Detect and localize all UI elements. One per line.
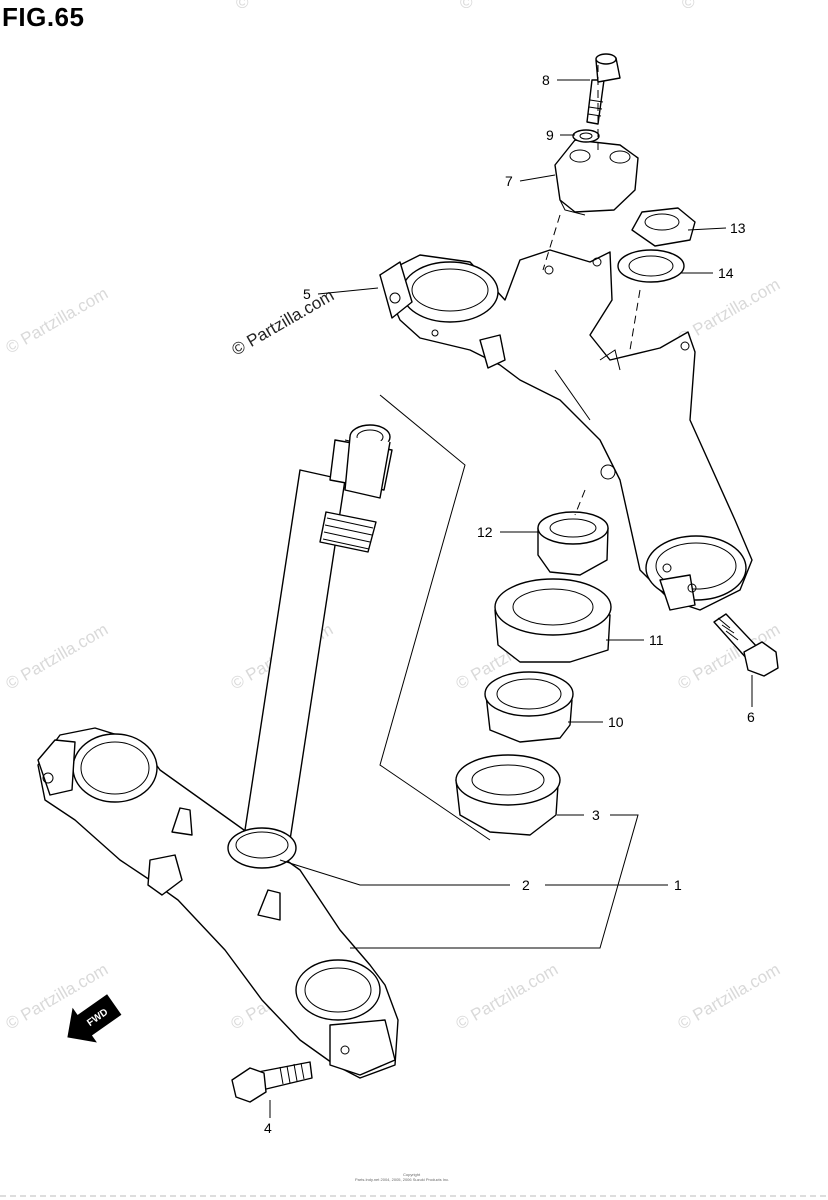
callout-10: 10 <box>608 714 624 730</box>
callout-13: 13 <box>730 220 746 236</box>
watermark-text: © Partzilla.com <box>3 284 112 358</box>
holder-bolt <box>586 53 621 125</box>
callout-8: 8 <box>542 72 550 88</box>
steering-stem-lower-bracket <box>37 424 399 1079</box>
callout-6: 6 <box>747 709 755 725</box>
watermark-text: © Partzilla.com <box>453 960 562 1034</box>
callout-labels: 8 9 7 13 14 5 12 11 10 3 2 1 6 4 <box>264 72 755 1136</box>
stem-nut <box>631 207 696 247</box>
bolt-thread <box>587 99 604 117</box>
callout-3: 3 <box>592 807 600 823</box>
bearing-race-upper <box>494 578 612 663</box>
callout-9: 9 <box>546 127 554 143</box>
lower-clamp-bolt <box>231 1061 313 1103</box>
upper-bracket <box>379 249 753 611</box>
callout-4: 4 <box>264 1120 272 1136</box>
callout-7: 7 <box>505 173 513 189</box>
assembly-guides <box>379 65 641 841</box>
watermark-text: © Partzilla.com <box>675 275 784 349</box>
callout-1: 1 <box>674 877 682 893</box>
watermark-corner: © <box>460 0 473 12</box>
callout-12: 12 <box>477 524 493 540</box>
handlebar-holder <box>554 139 639 216</box>
callout-2: 2 <box>522 877 530 893</box>
watermark-text: © Partzilla.com <box>3 620 112 694</box>
stem-washer <box>617 249 685 283</box>
watermark-corner: © <box>236 0 249 12</box>
forward-direction-arrow: FWD <box>67 994 122 1043</box>
leader-lines <box>269 79 753 1118</box>
bolt-thread <box>279 1062 305 1085</box>
bearing-lower <box>455 754 561 836</box>
steering-bearing <box>484 671 574 743</box>
copyright-line-2: Parts.Indy.net 2004, 2005, 2006 Suzuki P… <box>355 1177 449 1182</box>
copyright-line-1: Copyright <box>403 1172 421 1177</box>
watermark-text-dark: © Partzilla.com <box>229 286 338 360</box>
stem-lock-nut <box>537 511 609 576</box>
watermark-corner: © <box>682 0 695 12</box>
callout-11: 11 <box>649 632 664 648</box>
upper-clamp-bolt <box>713 613 779 677</box>
callout-5: 5 <box>303 286 311 302</box>
footer-copyright: Copyright Parts.Indy.net 2004, 2005, 200… <box>0 1172 828 1197</box>
holder-washer <box>572 129 600 143</box>
figure-title: FIG.65 <box>2 2 85 32</box>
watermark-text: © Partzilla.com <box>675 960 784 1034</box>
bolt-thread <box>717 617 739 641</box>
callout-14: 14 <box>718 265 734 281</box>
